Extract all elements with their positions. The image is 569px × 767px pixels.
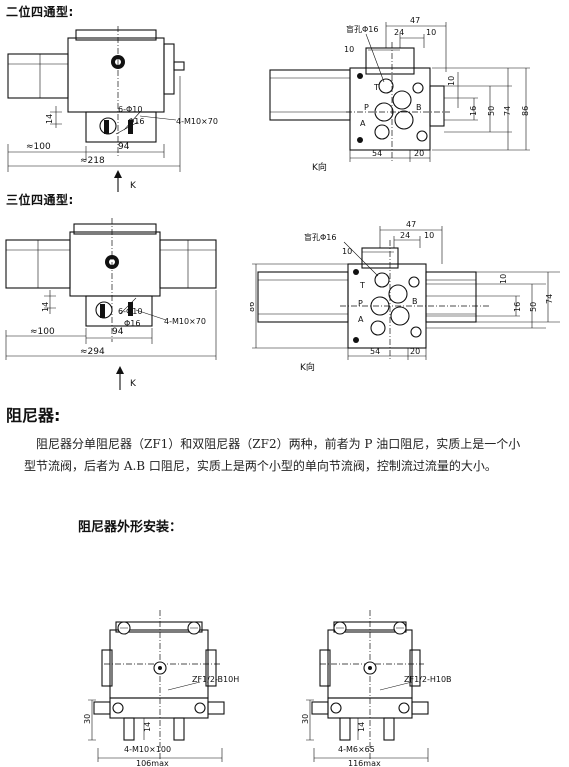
valve-block [67, 37, 165, 113]
three-position-k-view: T P A B 47 24 10 10 盲孔Φ16 10 16 50 74 86… [250, 220, 560, 373]
dim-74-3p: 74 [545, 294, 554, 304]
dim-94: 94 [118, 142, 130, 152]
label-a: A [360, 119, 366, 128]
bolt-spec: 4-M10×70 [176, 117, 218, 126]
dim-54-3p: 54 [370, 347, 380, 356]
dim-16: 16 [469, 106, 478, 116]
install-right-dim-30: 30 [301, 714, 310, 724]
install-left-width: 106max [136, 759, 169, 767]
install-left-dim-30: 30 [83, 714, 92, 724]
dim-24: 24 [394, 28, 404, 37]
damper-title: 阻尼器: [6, 406, 61, 425]
dim-10-top: 10 [426, 28, 436, 37]
install-right-dim-14: 14 [357, 722, 366, 732]
install-right-model: ZF1/2-H10B [404, 675, 452, 684]
dim-47: 47 [410, 16, 420, 25]
dim-20-3p: 20 [410, 347, 420, 356]
dim-94-3p: 94 [112, 327, 124, 337]
dim-50: 50 [487, 106, 496, 116]
hole-phi16: Φ16 [128, 117, 144, 126]
blind-hole-3p: 盲孔Φ16 [304, 232, 336, 242]
dim-10-right: 10 [447, 76, 456, 86]
section1-title: 二位四通型: [6, 5, 74, 19]
k-view-label-3p: K向 [300, 361, 315, 373]
section2-title: 三位四通型: [6, 193, 74, 207]
dim-total: ≈218 [80, 156, 105, 166]
hole-6-phi10-3p: 6-Φ10 [118, 307, 142, 316]
three-position-valve-side-view: ≈100 94 ≈294 14 6-Φ10 Φ16 4-M10×70 K [5, 218, 217, 390]
install-right-bolt: 4-M6×65 [338, 745, 375, 754]
dim-10-left: 10 [344, 45, 354, 54]
dim-47-3p: 47 [406, 220, 416, 229]
k-arrow-label: K [130, 181, 137, 191]
damper-description-line1: 阻尼器分单阻尼器（ZF1）和双阻尼器（ZF2）两种，前者为 P 油口阻尼，实质上… [36, 437, 521, 451]
dim-50-3p: 50 [529, 302, 538, 312]
blind-hole: 盲孔Φ16 [346, 24, 378, 34]
label-a-3p: A [358, 315, 364, 324]
hole-phi16-3p: Φ16 [124, 319, 140, 328]
label-p-3p: P [358, 299, 363, 308]
label-b-3p: B [412, 297, 418, 306]
install-right-width: 116max [348, 759, 381, 767]
dim-24-3p: 24 [400, 231, 410, 240]
solenoid-body [7, 53, 69, 99]
dim-base-3p: ≈100 [30, 327, 55, 337]
damper-install-right: 30 14 ZF1/2-H10B 4-M6×65 116max [301, 610, 452, 767]
two-position-valve-side-view: ≈100 94 ≈218 14 6-Φ10 Φ16 4-M10×70 K [7, 26, 218, 192]
dim-74: 74 [503, 106, 512, 116]
dim-10-right-3p: 10 [499, 274, 508, 284]
k-view-label: K向 [312, 161, 327, 172]
dim-86-3p: 86 [250, 302, 256, 312]
damper-install-left: 30 14 ZF1/2-B10H 4-M10×100 106max [83, 610, 239, 767]
install-left-model: ZF1/2-B10H [192, 675, 239, 684]
dim-total-3p: ≈294 [80, 347, 105, 357]
bolt-spec-3p: 4-M10×70 [164, 317, 206, 326]
dim-54: 54 [372, 149, 382, 158]
hole-6-phi10: 6-Φ10 [118, 105, 142, 114]
dim-10-left-3p: 10 [342, 247, 352, 256]
dim-20: 20 [414, 149, 424, 158]
dim-14: 14 [45, 114, 54, 124]
label-t: T [373, 83, 379, 92]
damper-description: 阻尼器分单阻尼器（ZF1）和双阻尼器（ZF2）两种，前者为 P 油口阻尼，实质上… [24, 433, 566, 477]
label-t-3p: T [359, 281, 365, 290]
label-p: P [364, 103, 369, 112]
label-b: B [416, 103, 422, 112]
install-left-dim-14: 14 [143, 722, 152, 732]
install-left-bolt: 4-M10×100 [124, 745, 171, 754]
dim-86: 86 [521, 106, 530, 116]
dim-base: ≈100 [26, 142, 51, 152]
dim-10-top-3p: 10 [424, 231, 434, 240]
install-title: 阻尼器外形安装： [78, 520, 183, 535]
dim-16-3p: 16 [513, 302, 522, 312]
k-arrow-label-3p: K [130, 379, 137, 389]
damper-description-line2: 型节流阀，后者为 A.B 口阻尼，实质上是两个小型的单向节流阀，控制流过流量的大… [24, 459, 497, 473]
dim-14-3p: 14 [41, 302, 50, 312]
two-position-k-view: T P A B 47 24 10 10 盲孔Φ16 10 16 50 74 86… [269, 16, 530, 172]
